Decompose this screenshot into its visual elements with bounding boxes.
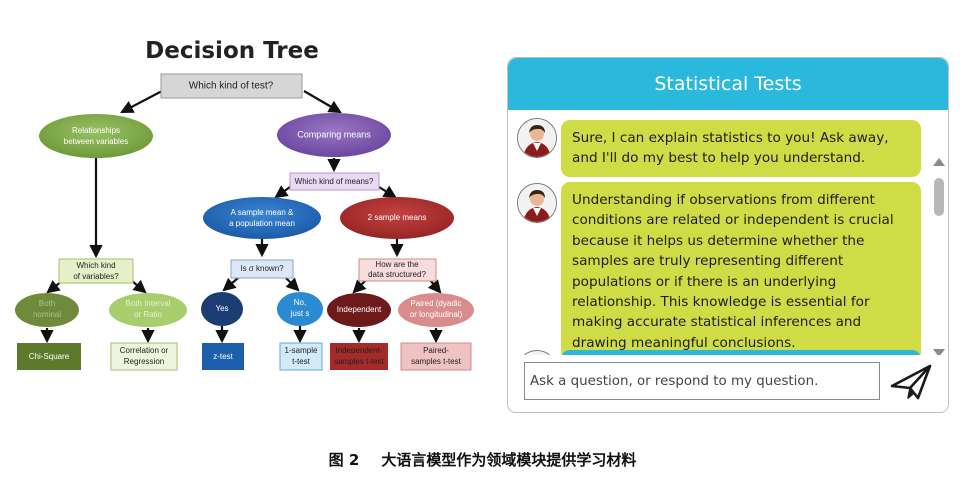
node-both-interval: Both Interval or Ratio	[109, 293, 187, 327]
svg-text:Both: Both	[39, 299, 55, 308]
assistant-message-bubble: Understanding if observations from diffe…	[561, 182, 921, 355]
bot-avatar	[517, 118, 557, 158]
node-both-nominal: Both nominal	[15, 293, 79, 327]
svg-text:data structured?: data structured?	[368, 270, 426, 279]
tree-title: Decision Tree	[145, 38, 319, 64]
figure-caption: 图 2 大语言模型作为领域模块提供学习材料	[0, 449, 965, 470]
result-independent-t: Independent- samples t-test	[330, 343, 388, 370]
bot-avatar	[517, 183, 557, 223]
scroll-down-arrow-icon[interactable]	[933, 349, 945, 357]
svg-text:Which kind of means?: Which kind of means?	[295, 177, 374, 186]
scroll-up-arrow-icon[interactable]	[933, 158, 945, 166]
svg-text:Paired (dyadic: Paired (dyadic	[410, 299, 461, 308]
svg-text:1-sample: 1-sample	[285, 346, 318, 355]
node-which-kind-of-variables: Which kind of variables?	[58, 258, 134, 284]
svg-text:Correlation or: Correlation or	[120, 346, 169, 355]
result-chi-square: Chi-Square	[17, 343, 81, 370]
svg-text:2 sample means: 2 sample means	[368, 213, 427, 222]
svg-text:or Ratio: or Ratio	[134, 310, 163, 319]
node-independent: Independent	[327, 293, 391, 327]
avatar-person-icon	[518, 119, 556, 157]
svg-text:Which kind: Which kind	[76, 261, 115, 270]
svg-text:How are the: How are the	[375, 260, 419, 269]
svg-text:Relationships: Relationships	[72, 126, 120, 135]
chat-scrollbar[interactable]	[932, 154, 946, 361]
chat-window: Statistical Tests Sure, I can explain st…	[507, 57, 949, 413]
chat-input[interactable]	[524, 362, 880, 400]
node-which-kind-of-means: Which kind of means?	[289, 172, 380, 191]
node-relationships: Relationships between variables	[39, 114, 153, 158]
svg-text:A sample mean &: A sample mean &	[231, 208, 294, 217]
svg-text:Independent-: Independent-	[335, 346, 382, 355]
svg-text:between variables: between variables	[64, 137, 128, 146]
node-data-structured: How are the data structured?	[358, 258, 437, 282]
paper-plane-icon	[890, 364, 932, 400]
result-z-test: z-test	[202, 343, 244, 370]
svg-text:Regression: Regression	[124, 357, 164, 366]
svg-text:z-test: z-test	[213, 352, 233, 361]
node-sample-vs-population: A sample mean & a population mean	[203, 197, 321, 239]
svg-text:nominal: nominal	[33, 310, 61, 319]
svg-text:samples t-test: samples t-test	[411, 357, 462, 366]
figure-number: 图 2	[328, 451, 360, 469]
svg-text:Both Interval: Both Interval	[126, 299, 171, 308]
avatar-person-icon	[518, 184, 556, 222]
user-message-bubble	[561, 350, 921, 355]
node-two-sample-means: 2 sample means	[340, 197, 454, 239]
node-which-kind-of-test: Which kind of test?	[160, 73, 303, 99]
svg-text:Paired-: Paired-	[423, 346, 449, 355]
result-paired-t: Paired- samples t-test	[400, 342, 472, 371]
node-sigma-known: Is σ known?	[230, 259, 294, 279]
svg-text:Comparing means: Comparing means	[297, 129, 371, 139]
chat-header: Statistical Tests	[508, 58, 948, 110]
node-no-just-s: No, just s	[277, 292, 323, 326]
svg-text:samples t-test: samples t-test	[334, 357, 385, 366]
result-correlation: Correlation or Regression	[110, 342, 178, 371]
result-one-sample-t: 1-sample t-test	[279, 342, 323, 371]
tree-connectors	[40, 90, 443, 344]
chat-input-row	[508, 355, 948, 412]
svg-text:just s: just s	[290, 309, 310, 318]
svg-text:Is σ known?: Is σ known?	[240, 264, 284, 273]
node-paired: Paired (dyadic or longitudinal)	[398, 293, 474, 327]
assistant-message-bubble: Sure, I can explain statistics to you! A…	[561, 120, 921, 177]
node-comparing-means: Comparing means	[277, 113, 391, 157]
svg-text:Independent: Independent	[337, 305, 382, 314]
send-button[interactable]	[888, 362, 934, 402]
decision-tree-diagram: Decision Tree Which kind of test? Relati…	[0, 0, 490, 440]
svg-text:or longitudinal): or longitudinal)	[410, 310, 463, 319]
svg-text:No,: No,	[294, 298, 306, 307]
svg-text:Which kind of test?: Which kind of test?	[189, 81, 274, 92]
svg-text:Yes: Yes	[215, 304, 228, 313]
caption-text: 大语言模型作为领域模块提供学习材料	[381, 451, 637, 469]
chat-title: Statistical Tests	[654, 73, 802, 95]
scrollbar-thumb[interactable]	[934, 178, 944, 216]
svg-text:of variables?: of variables?	[73, 272, 119, 281]
node-yes: Yes	[201, 292, 243, 326]
svg-text:Chi-Square: Chi-Square	[29, 352, 70, 361]
svg-text:t-test: t-test	[292, 357, 311, 366]
svg-text:a population mean: a population mean	[229, 219, 295, 228]
message-list[interactable]: Sure, I can explain statistics to you! A…	[508, 110, 933, 355]
